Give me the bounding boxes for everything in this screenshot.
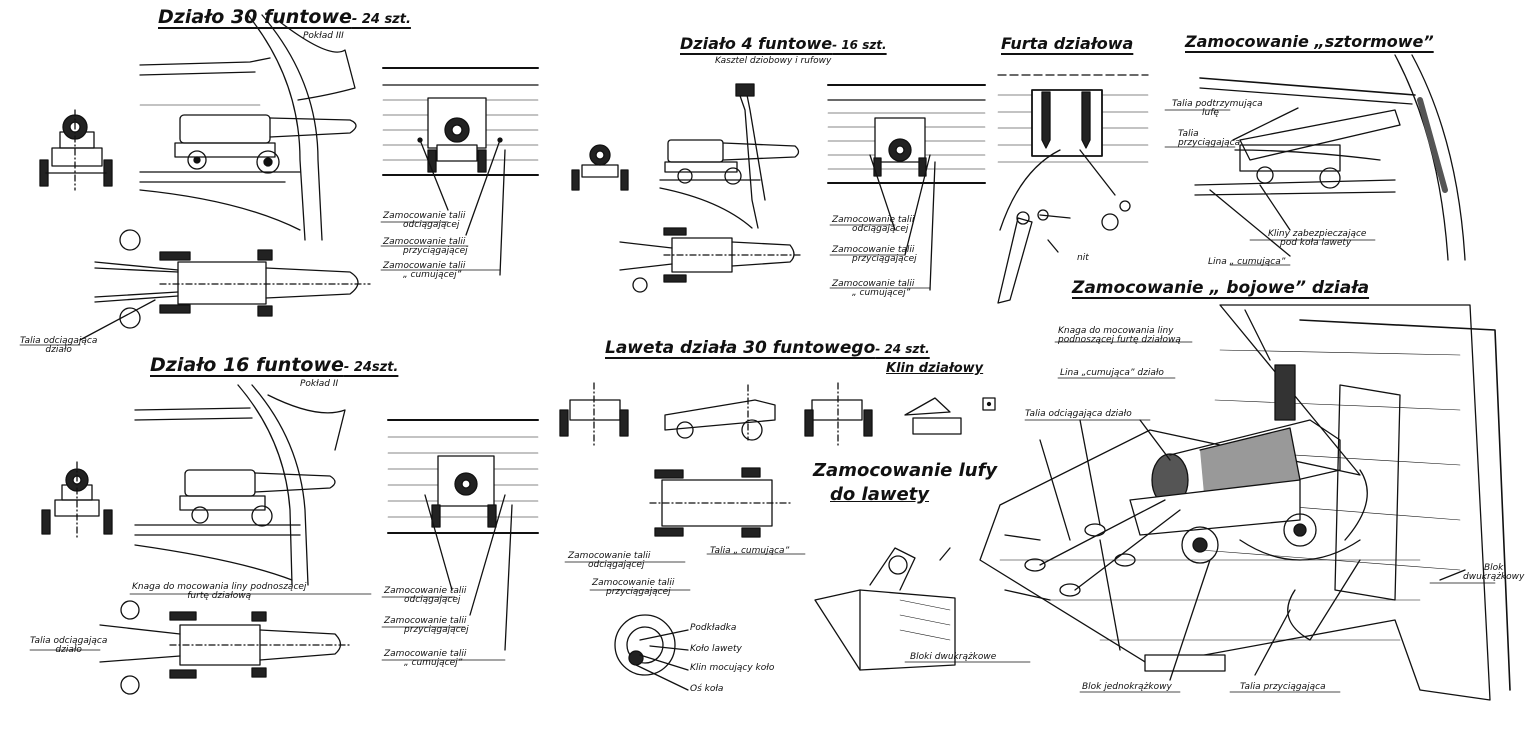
label-klin-mocujacy: Klin mocujący koło (690, 663, 775, 673)
title-gunport: Furta działowa (1001, 34, 1134, 53)
title-4pdr: Działo 4 funtowe- 16 szt. (680, 34, 887, 53)
gunport-drawing (997, 74, 1149, 304)
title-30pdr: Działo 30 funtowe- 24 szt. (158, 6, 411, 28)
top-view-16pdr (99, 600, 351, 695)
front-view-4pdr (571, 144, 629, 191)
stern-view-30pdr (382, 67, 539, 276)
label-16-cumujacej: Zamocowanie talii„ cumującej” (384, 649, 467, 668)
front-view-30pdr (39, 109, 113, 191)
title-barrel-fixing-2: do lawety (830, 484, 930, 505)
label-bloki-dwukrazkowe: Bloki dwukrążkowe (910, 652, 997, 662)
label-30-cumujacej: Zamocowanie talii„ cumującej” (383, 261, 466, 280)
title-combat-lashing: Zamocowanie „ bojowe” działa (1072, 278, 1370, 298)
top-view-4pdr (619, 227, 801, 293)
side-view-16pdr (134, 384, 346, 586)
storm-lashing-drawing (1194, 54, 1466, 261)
title-carriage: Laweta działa 30 funtowego- 24 szt. (605, 338, 930, 358)
stern-view-4pdr (827, 84, 986, 291)
title-16pdr: Działo 16 funtowe- 24szt. (150, 354, 399, 376)
label-os-kola: Oś koła (690, 684, 724, 694)
label-nit: nit (1077, 253, 1089, 263)
title-storm-lashing: Zamocowanie „sztormowe” (1185, 32, 1434, 51)
label-blok-jednokrazkowy: Blok jednokrążkowy (1082, 682, 1172, 692)
label-kolo-lawety: Koło lawety (690, 644, 742, 654)
label-talia-odciagajaca-bj: Talia odciągająca działo (1025, 409, 1132, 419)
combat-lashing-drawing (979, 304, 1511, 701)
label-lina-cumujaca-sz: Lina „ cumująca” (1208, 257, 1286, 267)
deck-30pdr: Pokład III (303, 31, 344, 41)
title-quoin: Klin działowy (886, 361, 984, 376)
deck-4pdr: Kasztel dziobowy i rufowy (715, 56, 832, 66)
top-view-30pdr (79, 229, 371, 341)
carriage-views (559, 382, 996, 691)
label-4-cumujacej: Zamocowanie talii„ cumującej” (832, 279, 915, 298)
barrel-fixing-drawing (814, 547, 956, 671)
deck-16pdr: Pokład II (300, 379, 339, 389)
stern-view-16pdr (387, 419, 539, 651)
label-talia-przyciagajaca-bj: Talia przyciągająca (1240, 682, 1326, 692)
leader-lines (19, 109, 1496, 693)
label-lina-cumujaca-bj: Lina „cumująca” działo (1060, 368, 1164, 378)
label-lw-cumujaca: Talia „ cumująca” (710, 546, 790, 556)
title-barrel-fixing-1: Zamocowanie lufy (813, 460, 998, 481)
side-view-4pdr (659, 83, 800, 229)
side-view-30pdr (139, 14, 357, 241)
label-podkladka: Podkładka (690, 623, 737, 633)
front-view-16pdr (41, 461, 113, 541)
